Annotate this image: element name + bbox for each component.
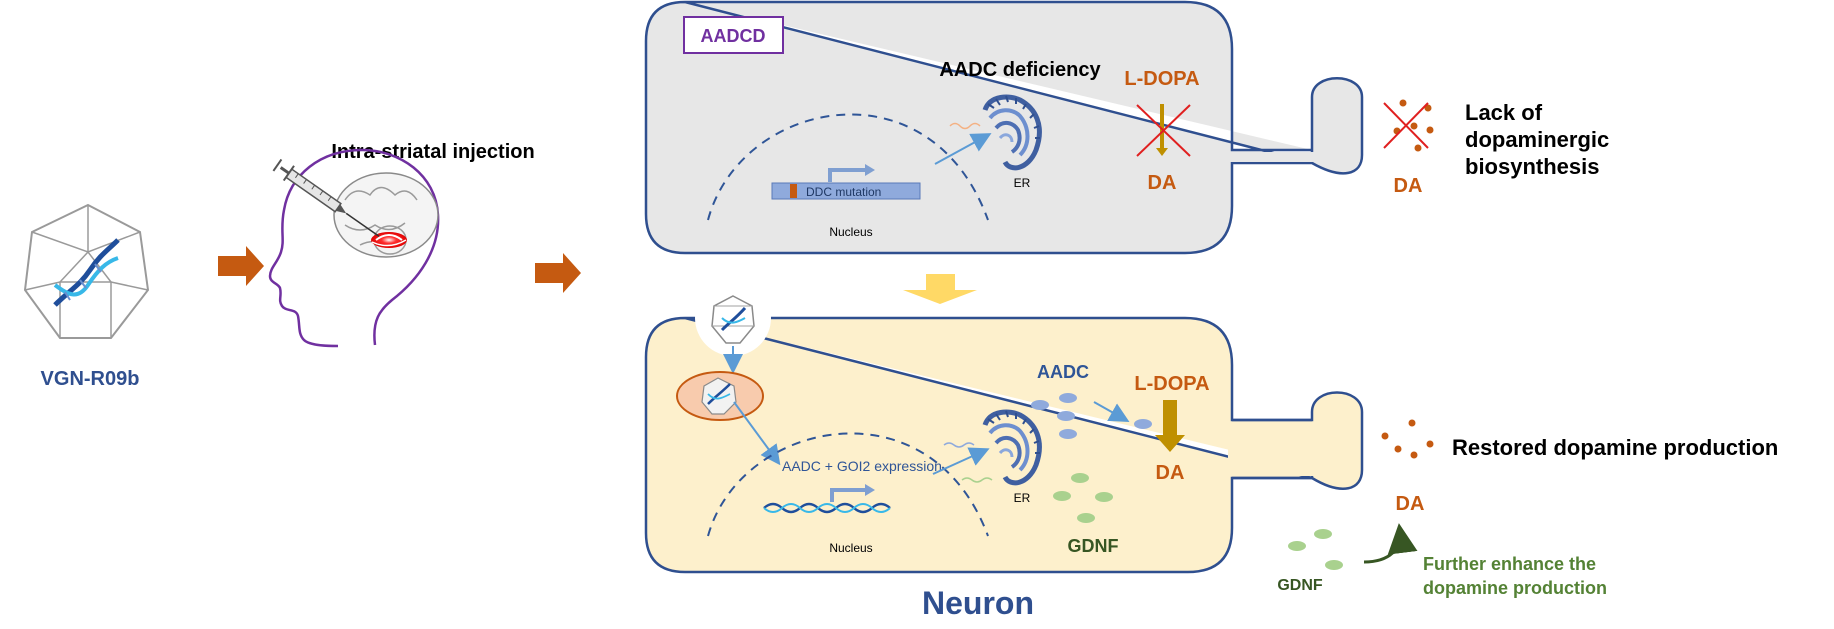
nucleus-label: Nucleus [829,225,872,239]
gdnf-label: GDNF [1068,536,1119,556]
aadc-action-arrow [1093,401,1130,422]
aadc-enzymes [1031,393,1152,439]
dopamine-dots-crossed [1383,99,1434,152]
nucleus-envelope [707,113,989,221]
outcome-line-1: Lack of [1465,100,1543,125]
endosome-capsid-icon [701,377,737,415]
treated-er-icon [982,409,1042,486]
ddc-mutation-label: DDC mutation [806,185,881,199]
conversion-arrow [1155,400,1185,452]
outcome-line-3: biosynthesis [1465,154,1599,179]
treated-neuron-cell [644,316,1364,574]
treated-transport-arrow [932,447,990,475]
treated-er-label: ER [1014,491,1031,505]
step-arrow-2 [535,253,581,293]
extracellular-gdnf [1288,529,1343,570]
mrna-wave [949,122,981,130]
restored-da-label: DA [1396,493,1425,515]
treated-nucleus-label: Nucleus [829,541,872,555]
transition-arrow [903,274,977,304]
ldopa-label: L-DOPA [1124,68,1199,90]
outcome-line-2: dopaminergic [1465,127,1609,152]
genome-release-arrow [733,401,781,466]
expression-label: AADC + GOI2 expression [782,458,942,474]
dopamine-dots-restored [1381,419,1434,459]
synapse-da-label: DA [1394,175,1423,197]
cell-type-label: Neuron [922,585,1034,621]
da-label: DA [1148,172,1177,194]
vector-name: VGN-R09b [41,368,140,390]
er-icon [982,94,1042,171]
transport-arrow [934,133,992,165]
treated-promoter-arrow [830,488,866,502]
gdnf-proteins [1053,473,1113,523]
treated-da-label: DA [1156,462,1185,484]
enhance-line-2: dopamine production [1423,578,1607,598]
step-arrow-1 [218,246,264,286]
entering-capsid-icon [711,295,755,344]
aadcd-tag-label: AADCD [701,26,766,46]
head-with-brain-icon [268,148,440,348]
transgene-dna-icon [763,502,891,514]
mrna-wave-aadc [943,442,975,448]
aadc-label: AADC [1037,362,1089,382]
treated-ldopa-label: L-DOPA [1134,373,1209,395]
promoter-arrow [828,168,866,182]
injection-label: Intra-striatal injection [331,141,534,163]
mrna-wave-gdnf [961,477,993,483]
aav-capsid-icon [23,203,150,339]
enhance-line-1: Further enhance the [1423,554,1596,574]
treated-nucleus-envelope [707,432,989,537]
syringe-icon [272,158,380,237]
block-cross-icon [1136,104,1191,157]
enhance-arrow [1363,523,1418,564]
er-label: ER [1014,176,1031,190]
disease-title: AADC deficiency [939,59,1101,81]
extracellular-gdnf-label: GDNF [1277,577,1323,594]
restored-outcome: Restored dopamine production [1452,435,1778,460]
ddc-gene-bar [771,182,921,200]
aadcd-tag [683,16,784,54]
mutation-marker [790,184,797,198]
